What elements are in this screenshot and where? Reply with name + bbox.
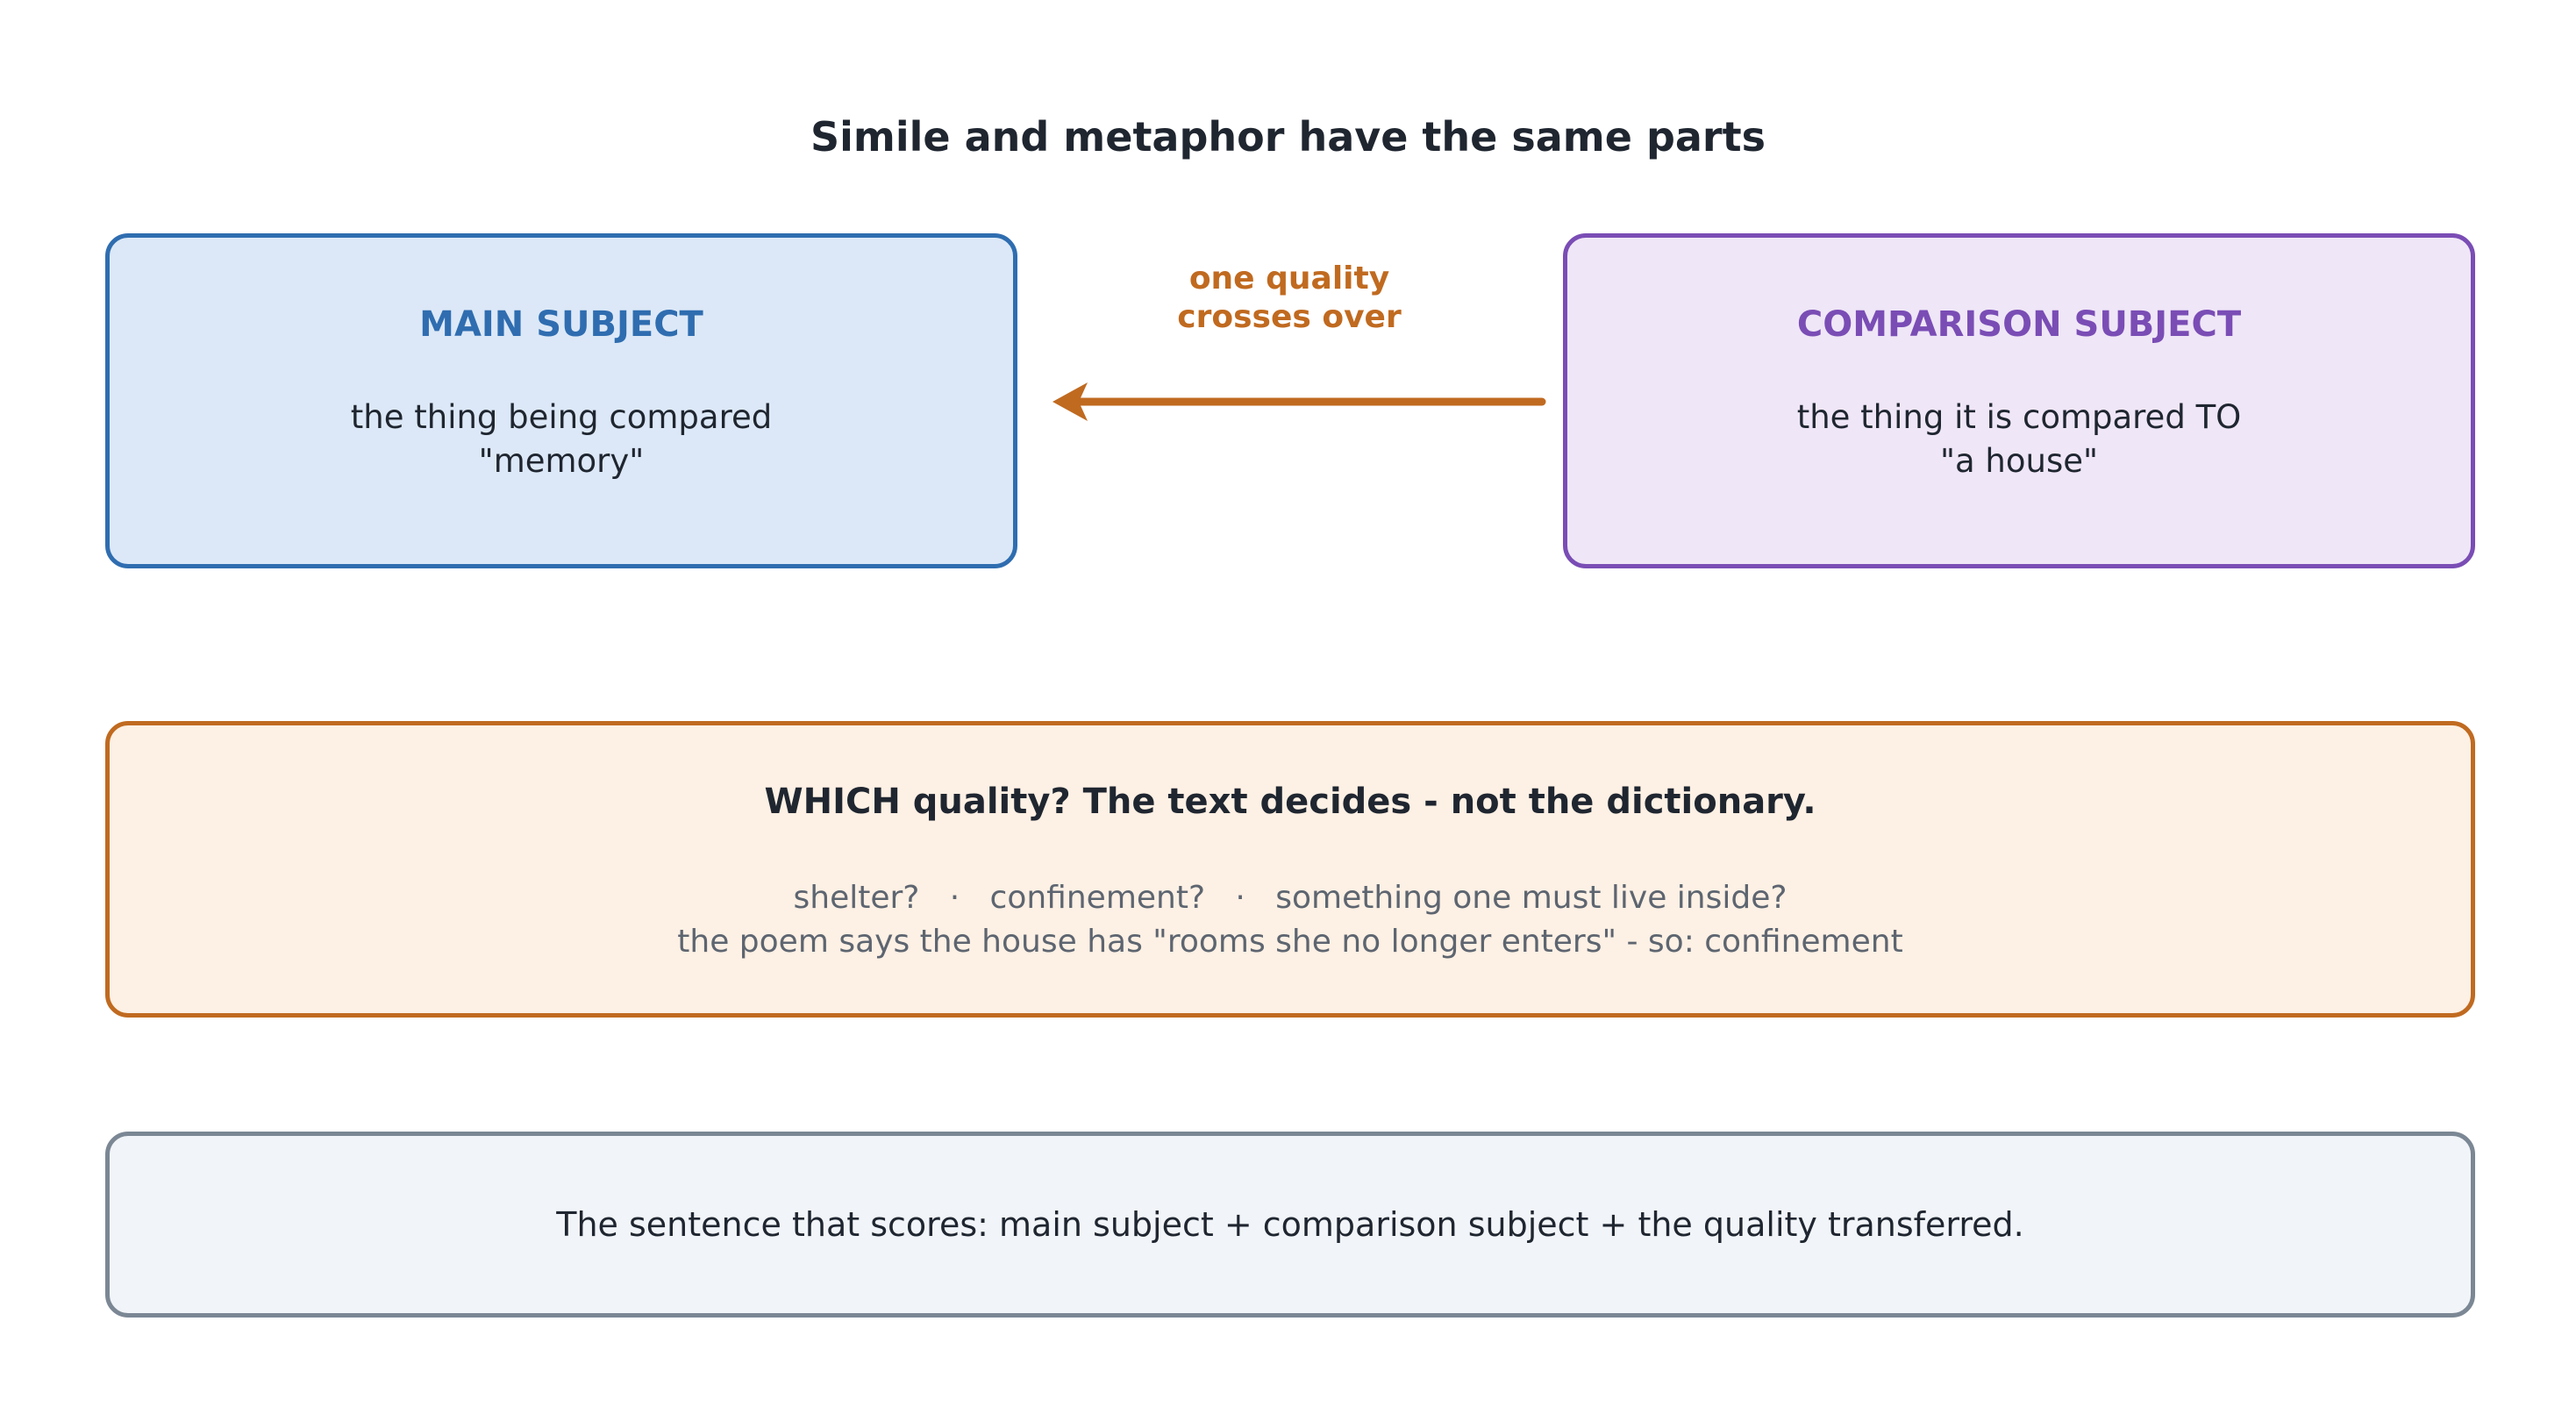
comparison-subject-box: COMPARISON SUBJECT the thing it is compa… — [1563, 233, 2475, 568]
quality-option-live-inside: something one must live inside? — [1275, 880, 1788, 916]
score-sentence: The sentence that scores: main subject +… — [556, 1205, 2024, 1244]
main-subject-description: the thing being compared — [350, 398, 773, 436]
diagram-title: Simile and metaphor have the same parts — [810, 113, 1766, 161]
transfer-arrow-head — [1053, 382, 1088, 421]
main-subject-box: MAIN SUBJECT the thing being compared "m… — [105, 233, 1017, 568]
quality-option-shelter: shelter? — [793, 880, 920, 916]
quality-heading: WHICH quality? The text decides - not th… — [764, 782, 1816, 822]
comparison-subject-description: the thing it is compared TO — [1796, 398, 2242, 436]
connector-label-line2: crosses over — [1177, 299, 1402, 335]
quality-options: shelter? · confinement? · something one … — [110, 876, 2471, 920]
score-box: The sentence that scores: main subject +… — [105, 1132, 2475, 1318]
main-subject-example: "memory" — [478, 442, 645, 480]
comparison-subject-heading: COMPARISON SUBJECT — [1796, 304, 2242, 345]
comparison-subject-example: "a house" — [1939, 442, 2099, 480]
quality-note: the poem says the house has "rooms she n… — [677, 924, 1903, 960]
main-subject-heading: MAIN SUBJECT — [419, 304, 703, 345]
transfer-arrow — [1053, 382, 1546, 421]
quality-box: WHICH quality? The text decides - not th… — [105, 721, 2475, 1018]
option-separator: · — [1235, 880, 1245, 916]
quality-option-confinement: confinement? — [989, 880, 1206, 916]
connector-label-line1: one quality — [1188, 261, 1390, 296]
option-separator: · — [949, 880, 960, 916]
